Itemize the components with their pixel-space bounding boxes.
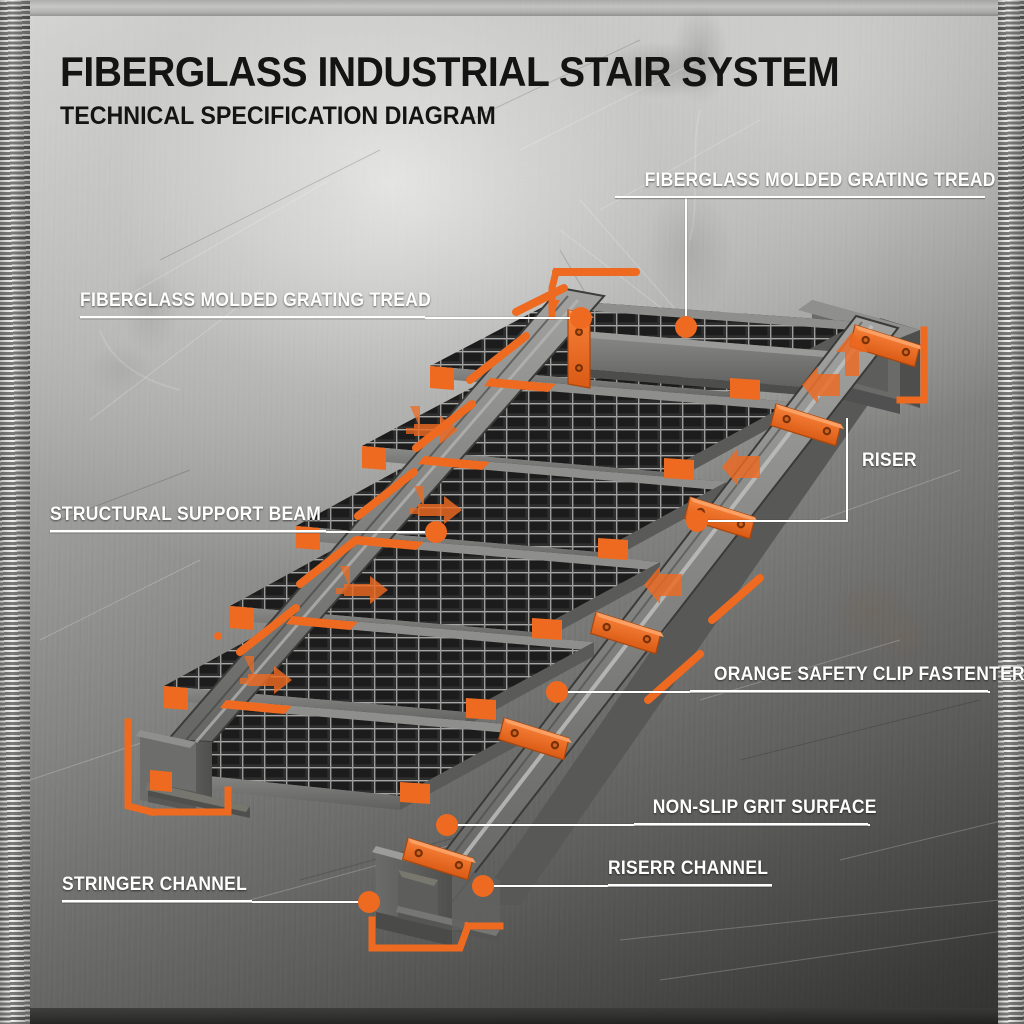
dot-grit-surface — [436, 814, 458, 836]
safety-clip — [497, 717, 572, 761]
tread-end-cap — [150, 770, 172, 792]
callout-tread-left: FIBERGLASS MOLDED GRATING TREAD — [80, 290, 432, 318]
callout-label: STRINGER CHANNEL — [62, 874, 248, 895]
callout-underline — [615, 196, 985, 198]
weld-seam-right — [998, 0, 1024, 1024]
bracket-markers — [124, 267, 928, 952]
arrow-right-icon — [336, 566, 388, 604]
callout-safety-clip: ORANGE SAFETY CLIP FASTENTER — [690, 664, 1024, 692]
callout-stringer-channel: STRINGER CHANNEL — [62, 874, 252, 902]
arrow-left-icon — [802, 366, 840, 404]
safety-clip — [769, 403, 844, 447]
safety-clip — [589, 611, 664, 655]
arrow-right-icon — [240, 656, 292, 694]
leader-tread-left — [80, 317, 580, 319]
tread-end-cap — [230, 606, 254, 630]
dot-tread-top-right — [675, 316, 697, 338]
callout-label: RISER — [862, 450, 917, 471]
leader-safety-clip — [566, 691, 990, 693]
tread-clip — [532, 618, 562, 640]
leader-riser-channel — [492, 885, 772, 887]
arrow-right-icon — [410, 486, 462, 524]
tread-clip — [466, 698, 496, 720]
page-subtitle: TECHNICAL SPECIFICATION DIAGRAM — [60, 102, 496, 130]
callout-label: FIBERGLASS MOLDED GRATING TREAD — [80, 290, 432, 311]
safety-clip — [683, 496, 758, 540]
tread-clip — [664, 458, 694, 480]
tread-nose-strip — [220, 300, 560, 714]
arrow-left-icon — [722, 448, 760, 486]
callout-label: NON-SLIP GRIT SURFACE — [652, 797, 877, 818]
page-title: FIBERGLASS INDUSTRIAL STAIR SYSTEM — [60, 48, 840, 95]
dot-support-beam — [425, 521, 447, 543]
callout-label: RISERR CHANNEL — [608, 858, 769, 879]
dot-safety-clip — [546, 681, 568, 703]
safety-clip-fasteners — [401, 309, 923, 881]
structural-support-beam — [566, 330, 840, 398]
callout-label: FIBERGLASS MOLDED GRATING TREAD — [644, 170, 996, 191]
leader-stringer-channel — [62, 901, 368, 903]
leader-tread-top-right — [685, 198, 687, 326]
leader-grit-surface — [456, 824, 870, 826]
tread-end-cap — [164, 686, 188, 710]
tread-clip — [730, 378, 760, 400]
callout-underline — [50, 530, 326, 532]
callout-riser: RISER — [862, 450, 930, 476]
callout-support-beam: STRUCTURAL SUPPORT BEAM — [50, 504, 326, 532]
callout-underline — [634, 823, 868, 825]
safety-clip-vertical — [567, 309, 594, 389]
arrow-up-icon — [836, 332, 868, 376]
tread-6 — [150, 700, 528, 810]
tread-clip — [400, 782, 430, 804]
leader-support-beam — [50, 531, 442, 533]
callout-underline — [80, 316, 425, 318]
callout-underline — [62, 900, 252, 902]
dot-stringer-channel — [358, 891, 380, 913]
tread-clip — [598, 538, 628, 560]
callout-label: ORANGE SAFETY CLIP FASTENTER — [713, 664, 1024, 685]
callout-label: STRUCTURAL SUPPORT BEAM — [50, 504, 322, 525]
weld-seam-left — [0, 0, 30, 1024]
leader-riser-horiz — [698, 520, 848, 522]
callout-underline — [690, 690, 988, 692]
arrow-left-icon — [644, 566, 682, 604]
dot-riser — [686, 510, 708, 532]
callout-tread-top-right: FIBERGLASS MOLDED GRATING TREAD — [615, 170, 996, 198]
callout-grit-surface: NON-SLIP GRIT SURFACE — [634, 797, 877, 825]
assembly-arrows — [240, 332, 868, 694]
safety-clip — [401, 837, 476, 881]
dot-riser-channel — [472, 875, 494, 897]
frame-top-edge — [0, 0, 1024, 16]
frame-bottom-edge — [0, 1008, 1024, 1024]
dot-tread-left — [570, 307, 592, 329]
leader-riser-vert — [846, 418, 848, 522]
callout-underline — [608, 884, 772, 886]
tread-end-cap — [362, 446, 386, 470]
callout-riser-channel: RISERR CHANNEL — [608, 858, 772, 886]
tread-end-cap — [430, 366, 454, 390]
tread-edge-clips — [150, 300, 760, 804]
stringer-tick-marks — [214, 268, 640, 656]
